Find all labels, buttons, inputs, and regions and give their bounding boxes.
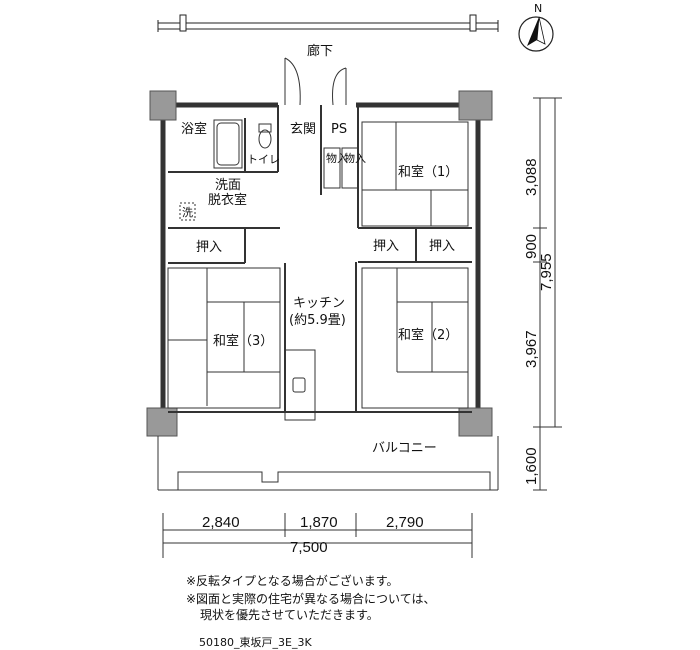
dim-v-1: 3,088 xyxy=(523,158,540,196)
tatami-washitsu-1 xyxy=(361,121,469,227)
corridor-railing xyxy=(157,14,499,32)
dim-v-2: 900 xyxy=(523,234,540,259)
ps-label: PS xyxy=(331,122,347,137)
kitchen-label-line2: (約5.9畳) xyxy=(289,313,346,328)
bath-label: 浴室 xyxy=(181,121,207,137)
closet-right-label: 押入 xyxy=(429,239,455,254)
storage-2-label: 物入 xyxy=(344,151,366,165)
washitsu-3-label: 和室（3） xyxy=(213,333,273,349)
tatami-washitsu-3 xyxy=(167,267,281,409)
corridor-label: 廊下 xyxy=(307,43,333,59)
balcony xyxy=(157,436,499,491)
dim-h-3: 2,790 xyxy=(386,514,424,531)
dim-h-1: 2,840 xyxy=(202,514,240,531)
kitchen-label-line1: キッチン xyxy=(293,296,345,311)
washroom-label-line2: 脱衣室 xyxy=(208,192,247,208)
dim-v-4: 1,600 xyxy=(523,447,540,485)
fixtures xyxy=(179,119,359,221)
closet-left-label: 押入 xyxy=(196,240,222,255)
north-compass-icon xyxy=(518,16,554,52)
dim-v-3: 3,967 xyxy=(523,330,540,368)
kitchen-counter xyxy=(284,349,316,421)
toilet-label: トイレ xyxy=(247,153,280,166)
horizontal-dimension-lines xyxy=(162,513,473,558)
balcony-label: バルコニー xyxy=(372,441,437,456)
dim-h-2: 1,870 xyxy=(300,514,338,531)
note-3: 現状を優先させていただきます。 xyxy=(200,608,379,622)
compass-label: N xyxy=(534,2,542,15)
entrance-door xyxy=(284,57,347,106)
washitsu-1-label: 和室（1） xyxy=(398,164,458,180)
plan-code: 50180_東坂戸_3E_3K xyxy=(199,636,312,649)
note-1: ※反転タイプとなる場合がございます。 xyxy=(186,574,399,588)
vertical-dimension-lines xyxy=(533,97,562,491)
outer-walls xyxy=(160,102,481,425)
tatami-washitsu-2 xyxy=(361,267,469,409)
structural-columns xyxy=(146,90,493,437)
dim-h-total: 7,500 xyxy=(290,539,328,556)
note-2: ※図面と実際の住宅が異なる場合については、 xyxy=(186,592,436,606)
dim-v-total: 7,955 xyxy=(538,253,555,291)
washer-label: 洗 xyxy=(182,206,193,219)
washitsu-2-label: 和室（2） xyxy=(398,327,458,343)
entrance-label: 玄関 xyxy=(290,122,316,137)
closet-mid-label: 押入 xyxy=(373,239,399,254)
storage-1-label: 物入 xyxy=(326,151,348,165)
washroom-label-line1: 洗面 xyxy=(215,178,241,193)
